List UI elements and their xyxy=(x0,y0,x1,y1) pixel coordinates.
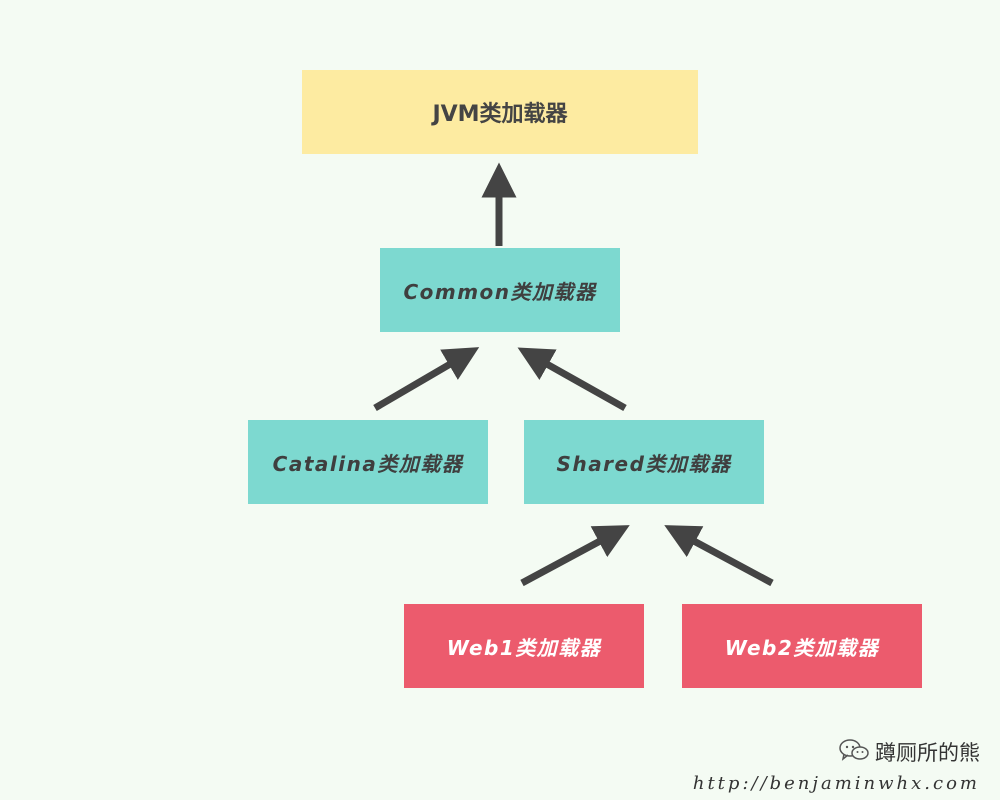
common-classloader-box: Common类加载器 xyxy=(380,248,620,332)
common-classloader-label: Common类加载器 xyxy=(403,279,597,304)
shared-classloader-label: Shared类加载器 xyxy=(556,451,732,476)
arrow-web2-to-shared xyxy=(664,525,774,587)
arrow-shared-to-common xyxy=(517,347,627,412)
wechat-icon xyxy=(839,738,869,767)
jvm-classloader-label: JVM类加载器 xyxy=(432,102,568,127)
arrow-web1-to-shared xyxy=(520,525,630,587)
watermark-account-row: 蹲厕所的熊 xyxy=(693,737,980,767)
catalina-classloader-box: Catalina类加载器 xyxy=(248,420,488,504)
web1-classloader-label: Web1类加载器 xyxy=(446,635,602,660)
web2-classloader-box: Web2类加载器 xyxy=(682,604,922,688)
catalina-classloader-label: Catalina类加载器 xyxy=(272,451,464,476)
watermark-url: http://benjaminwhx.com xyxy=(692,773,980,794)
arrow-catalina-to-common xyxy=(373,347,480,412)
web2-classloader-label: Web2类加载器 xyxy=(724,635,880,660)
watermark: 蹲厕所的熊 http://benjaminwhx.com xyxy=(693,737,980,794)
jvm-classloader-box: JVM类加载器 xyxy=(302,70,698,154)
watermark-account-name: 蹲厕所的熊 xyxy=(875,741,980,765)
shared-classloader-box: Shared类加载器 xyxy=(524,420,764,504)
web1-classloader-box: Web1类加载器 xyxy=(404,604,644,688)
